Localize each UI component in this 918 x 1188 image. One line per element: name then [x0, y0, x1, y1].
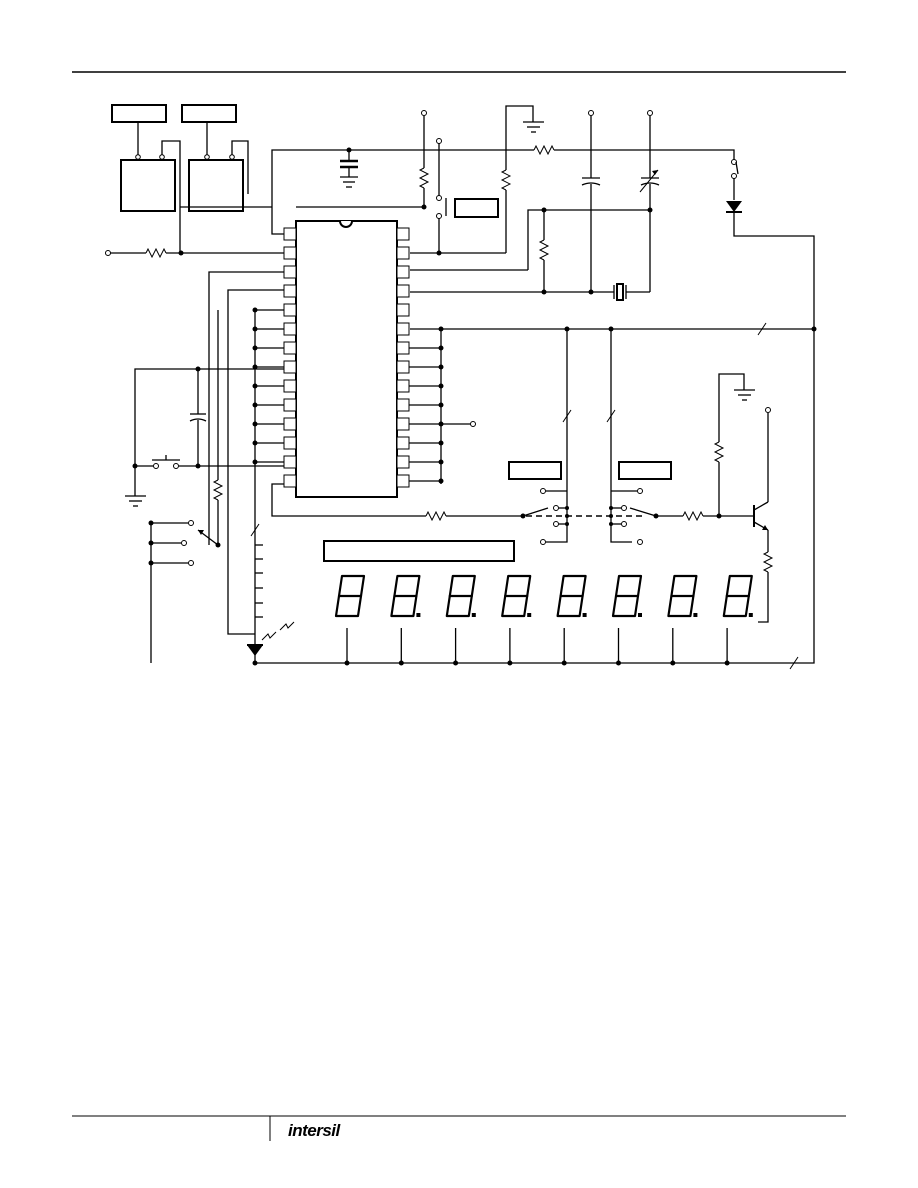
digit-3 — [445, 574, 476, 618]
ic-pin-left-14 — [283, 474, 297, 488]
label-box-2 — [181, 104, 237, 123]
input-line — [105, 247, 284, 259]
label-box-1 — [111, 104, 167, 123]
ic-pin-right-8 — [396, 360, 410, 374]
ic-pin-left-5 — [283, 303, 297, 317]
ic-pin-right-14 — [396, 474, 410, 488]
module-box-1 — [120, 159, 176, 212]
ic-right-pins — [396, 227, 476, 488]
oscillator-network — [410, 110, 660, 301]
ic-pin-left-2 — [283, 246, 297, 260]
ic-pin-left-11 — [283, 417, 297, 431]
intersil-logo: intersil — [288, 1121, 340, 1140]
transistor-driver — [656, 373, 774, 623]
ic-pin-right-5 — [396, 303, 410, 317]
ic-pin-left-10 — [283, 398, 297, 412]
digit-2 — [390, 574, 421, 618]
ic-pin-left-7 — [283, 341, 297, 355]
ic-pin-left-12 — [283, 436, 297, 450]
module-box-2 — [188, 159, 244, 212]
seven-segment-display — [334, 574, 753, 618]
range-selector — [148, 271, 284, 663]
rotary-switch-right — [609, 461, 672, 545]
label-box-4 — [508, 461, 562, 480]
ic-pin-right-6 — [396, 322, 410, 336]
ic-chip — [295, 220, 398, 498]
ic-pin-left-3 — [283, 265, 297, 279]
ic-pin-left-9 — [283, 379, 297, 393]
ic-pin-right-13 — [396, 455, 410, 469]
ic-pin-right-10 — [396, 398, 410, 412]
ic-pin-right-9 — [396, 379, 410, 393]
digit-bus — [410, 326, 814, 543]
digit-7 — [667, 574, 698, 618]
ic-pin-left-1 — [283, 227, 297, 241]
ic-pin-left-4 — [283, 284, 297, 298]
digit-5 — [556, 574, 587, 618]
ic-pin-right-1 — [396, 227, 410, 241]
ic-pin-left-6 — [283, 322, 297, 336]
digit-strobe-lines — [344, 628, 730, 666]
switch-with-box — [410, 105, 544, 256]
top-bus — [180, 144, 735, 235]
digit-1 — [334, 574, 366, 618]
ic-pin-right-4 — [396, 284, 410, 298]
digit-8 — [722, 574, 753, 618]
reset-network — [125, 366, 284, 507]
ic-left-pins — [252, 227, 297, 488]
ic-pin-right-7 — [396, 341, 410, 355]
ic-pin-right-12 — [396, 436, 410, 450]
ic-pin-right-11 — [396, 417, 410, 431]
digit-4 — [501, 574, 532, 618]
ic-pin-left-13 — [283, 455, 297, 469]
right-diode — [255, 159, 817, 670]
select-line — [271, 483, 523, 522]
display-label-box — [323, 540, 515, 562]
segment-column — [247, 312, 295, 666]
rotary-switch-left — [508, 461, 569, 545]
digit-6 — [611, 574, 643, 618]
label-box-3 — [454, 198, 499, 218]
module-wiring — [135, 122, 249, 253]
ic-pin-right-3 — [396, 265, 410, 279]
ic-pin-right-2 — [396, 246, 410, 260]
label-box-5 — [618, 461, 672, 480]
supply-resistor-1 — [296, 110, 430, 210]
ic-pin-left-8 — [283, 360, 297, 374]
